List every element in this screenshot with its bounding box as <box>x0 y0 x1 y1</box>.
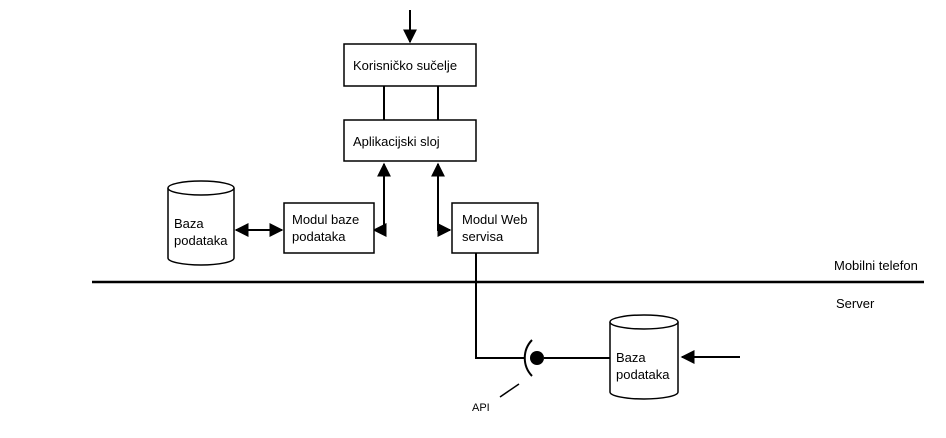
server-db-label-line2: podataka <box>616 367 670 382</box>
server-db-label-line1: Baza <box>616 350 646 365</box>
ui-box-label: Korisničko sučelje <box>353 58 457 73</box>
app-web-module-arrow <box>431 162 452 237</box>
ui-box: Korisničko sučelje <box>343 43 477 87</box>
local-db-label-line2: podataka <box>174 233 228 248</box>
db-module-label-line1: Modul baze <box>292 212 359 227</box>
app-layer-box: Aplikacijski sloj <box>343 119 477 162</box>
local-db-label-line1: Baza <box>174 216 204 231</box>
api-socket-arc <box>523 339 533 377</box>
web-module-label-line2: servisa <box>462 229 504 244</box>
app-layer-label: Aplikacijski sloj <box>353 134 440 149</box>
web-module-box: Modul Web servisa <box>451 202 539 254</box>
local-database-cylinder: Baza podataka <box>167 180 235 266</box>
db-module-label-line2: podataka <box>292 229 346 244</box>
web-module-label-line1: Modul Web <box>462 212 528 227</box>
api-label: API <box>472 402 490 414</box>
db-module-box: Modul baze podataka <box>283 202 375 254</box>
api-label-pointer <box>499 383 520 398</box>
server-database-cylinder: Baza podataka <box>609 314 679 400</box>
api-ball-icon <box>530 351 544 365</box>
zone-mobile-label: Mobilni telefon <box>834 258 918 273</box>
app-db-module-arrow <box>372 162 391 237</box>
zone-server-label: Server <box>836 296 875 311</box>
web-api-connector <box>475 253 524 359</box>
